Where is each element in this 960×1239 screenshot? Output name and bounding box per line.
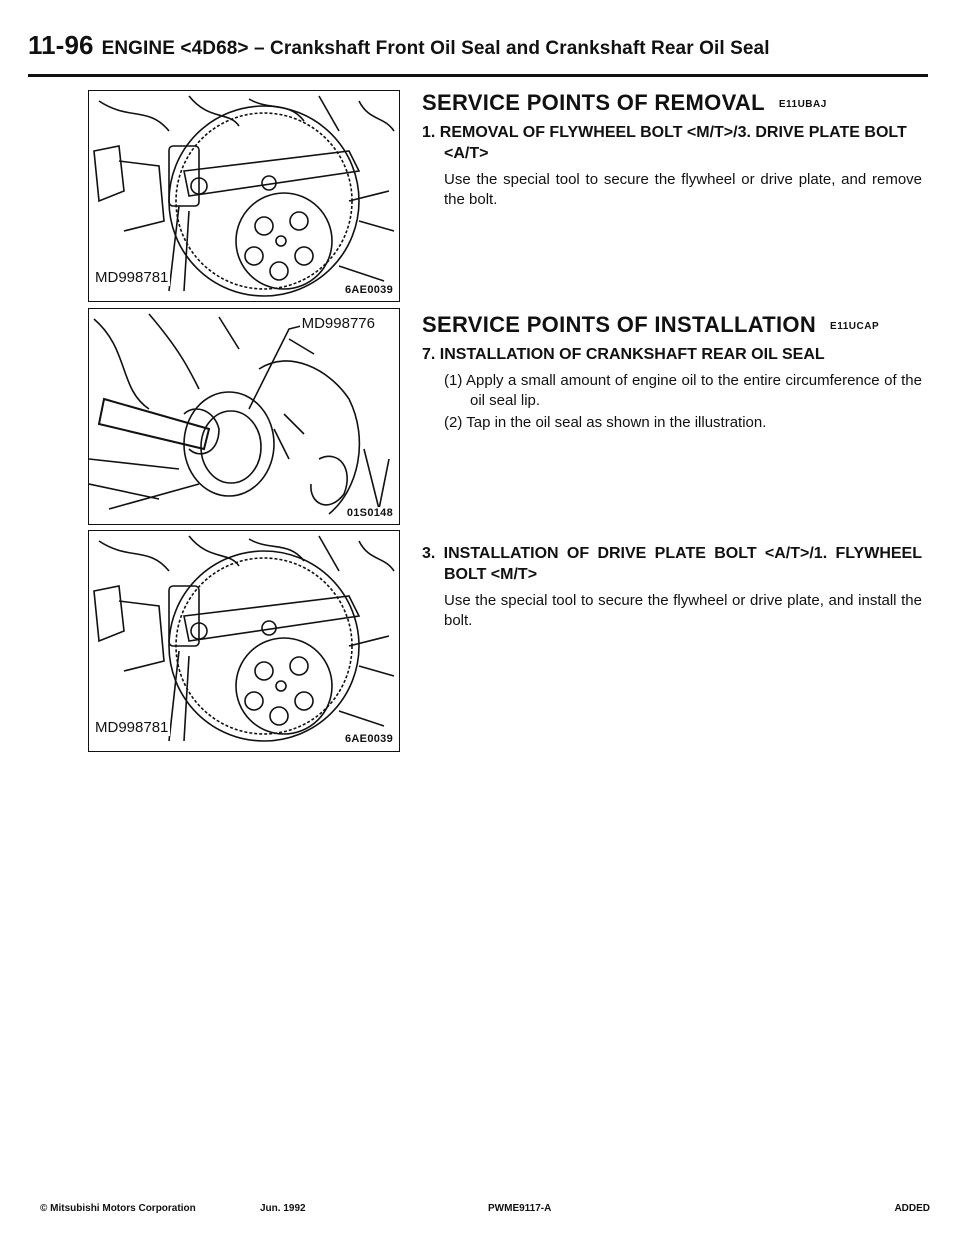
figure-flywheel-removal: MD998781 6AE0039 <box>88 90 400 302</box>
figure-code: 01S0148 <box>344 507 395 519</box>
section-title-text: SERVICE POINTS OF INSTALLATION <box>422 312 817 337</box>
section-removal: SERVICE POINTS OF REMOVAL E11UBAJ 1. REMO… <box>422 90 922 210</box>
item-title: 1. REMOVAL OF FLYWHEEL BOLT <M/T>/3. DRI… <box>422 124 907 162</box>
figure-rear-oil-seal: MD998776 01S0148 <box>88 308 400 525</box>
header-text: 11-96 ENGINE <4D68> – Crankshaft Front Oi… <box>28 30 770 61</box>
section-title-text: SERVICE POINTS OF REMOVAL <box>422 90 765 115</box>
section-code: E11UCAP <box>830 320 880 332</box>
page-header: 11-96 ENGINE <4D68> – Crankshaft Front Oi… <box>28 22 928 77</box>
tool-label: MD998781 <box>93 269 171 286</box>
figure-code: 6AE0039 <box>343 733 395 745</box>
page-number: 11-96 <box>28 30 94 60</box>
step-1: (1) Apply a small amount of engine oil t… <box>444 372 922 409</box>
item-body: Use the special tool to secure the flywh… <box>444 592 922 629</box>
header-rule <box>28 74 928 77</box>
step-2: (2) Tap in the oil seal as shown in the … <box>444 414 767 431</box>
section-drive-plate-bolt: 3. INSTALLATION OF DRIVE PLATE BOLT <A/T… <box>422 537 922 631</box>
section-code: E11UBAJ <box>778 98 827 110</box>
item-title: 7. INSTALLATION OF CRANKSHAFT REAR OIL S… <box>422 346 825 363</box>
section-installation: SERVICE POINTS OF INSTALLATION E11UCAP 7.… <box>422 312 922 433</box>
footer-status: ADDED <box>894 1203 930 1214</box>
page-footer: © Mitsubishi Motors Corporation Jun. 199… <box>40 1203 930 1223</box>
tool-label: MD998781 <box>93 719 171 736</box>
flywheel-illustration-2 <box>93 535 395 742</box>
figure-code: 6AE0039 <box>343 284 395 296</box>
footer-doc-id: PWME9117-A <box>488 1203 552 1214</box>
item-title: 3. INSTALLATION OF DRIVE PLATE BOLT <A/T… <box>422 545 922 583</box>
page-title: ENGINE <4D68> – Crankshaft Front Oil Sea… <box>101 38 770 59</box>
flywheel-illustration-1 <box>93 95 395 297</box>
figure-flywheel-installation: MD998781 6AE0039 <box>88 530 400 752</box>
tool-label: MD998776 <box>299 315 377 332</box>
footer-date: Jun. 1992 <box>260 1203 306 1214</box>
oil-seal-illustration <box>89 313 390 515</box>
item-body: Use the special tool to secure the flywh… <box>444 171 922 208</box>
section-title: SERVICE POINTS OF INSTALLATION E11UCAP <box>422 312 922 338</box>
section-title: SERVICE POINTS OF REMOVAL E11UBAJ <box>422 90 922 116</box>
footer-copyright: © Mitsubishi Motors Corporation <box>40 1203 196 1214</box>
